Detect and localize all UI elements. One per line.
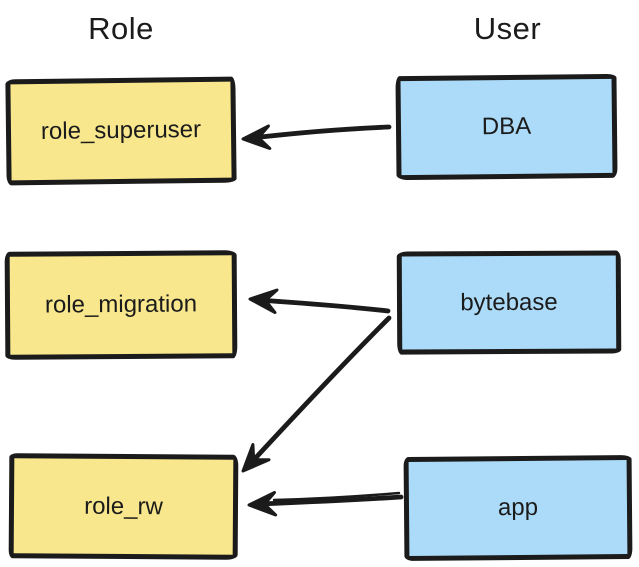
role-box-migration: role_migration [4, 250, 238, 360]
user-label-dba: DBA [481, 112, 532, 141]
role-label-rw: role_rw [84, 492, 163, 520]
column-title-role: Role [88, 11, 154, 46]
arrow-bytebase-to-role-rw [241, 315, 392, 473]
role-label-migration: role_migration [44, 290, 198, 319]
user-box-app: app [403, 455, 633, 561]
user-box-dba: DBA [395, 73, 618, 181]
user-label-bytebase: bytebase [460, 288, 558, 316]
user-box-bytebase: bytebase [396, 250, 622, 355]
role-box-superuser: role_superuser [5, 76, 237, 186]
arrow-dba-to-role-superuser [241, 124, 392, 150]
user-label-app: app [497, 493, 539, 522]
role-box-rw: role_rw [8, 453, 239, 560]
role-label-superuser: role_superuser [40, 116, 202, 145]
arrow-app-to-role-rw [247, 491, 404, 517]
column-title-user: User [473, 11, 542, 46]
arrow-bytebase-to-role-migration [248, 288, 391, 314]
